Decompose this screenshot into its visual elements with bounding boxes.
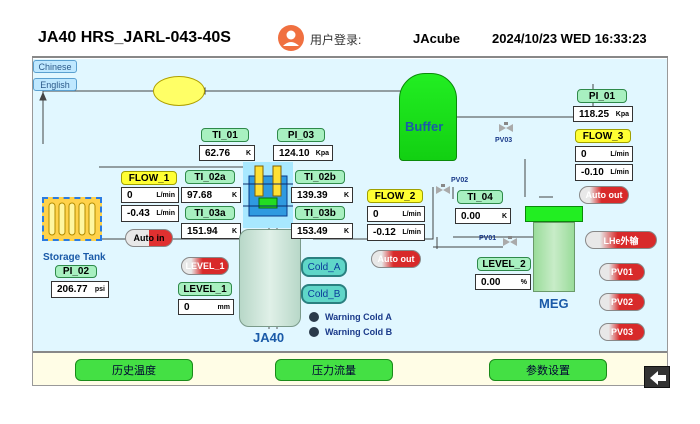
ja40-vessel-icon [239,229,301,327]
chinese-language-button[interactable]: Chinese [33,60,77,73]
cold-head-icon [243,162,293,228]
storage-tank-label: Storage Tank [43,252,106,263]
buffer-label: Buffer [405,119,444,134]
level-2-label: LEVEL_2 [477,257,531,271]
ti-03b-label: TI_03b [295,206,345,220]
pv03-small-label: PV03 [495,137,513,144]
pi-01-label: PI_01 [577,89,627,103]
flow-3-label: FLOW_3 [575,129,631,143]
pv03-button[interactable]: PV03 [599,323,645,341]
meg-top-icon [525,206,583,222]
lhe-output-button[interactable]: LHe外输 [585,231,657,249]
flow-3-auto-out-toggle[interactable]: Auto out [579,186,629,204]
user-name: JAcube [413,31,460,46]
warning-cold-a-label: Warning Cold A [325,312,392,322]
flow-2-label: FLOW_2 [367,189,423,203]
process-panel: Chinese English Storage Tank PI_02 206.7… [33,59,667,351]
ti-02a-label: TI_02a [185,170,235,184]
user-icon[interactable] [278,25,304,51]
footer-nav: 历史温度 压力流量 参数设置 [33,351,667,385]
storage-tank-icon [42,197,102,241]
ti-04-label: TI_04 [457,190,503,204]
machine-title: JA40 HRS_JARL-043-40S [38,29,231,46]
pv03-valve-icon[interactable] [499,121,513,133]
level-1-label: LEVEL_1 [178,282,232,296]
pv02-small-label: PV02 [451,177,469,184]
datetime-display: 2024/10/23 WED 16:33:23 [492,31,647,46]
buffer-tank-icon [399,73,457,161]
gas-bag-icon [153,76,205,106]
pv01-small-label: PV01 [479,235,497,242]
login-label[interactable]: 用户登录: [310,33,362,47]
flow-1-auto-in-toggle[interactable]: Auto in [125,229,173,247]
pv01-valve-icon[interactable] [503,235,517,247]
meg-label: MEG [539,296,569,311]
flow-1-label: FLOW_1 [121,171,177,185]
history-temperature-button[interactable]: 历史温度 [75,359,193,381]
cold-b-button[interactable]: Cold_B [301,284,347,304]
level-1-toggle[interactable]: LEVEL_1 [181,257,229,275]
pv02-valve-icon[interactable] [436,183,450,195]
header-bar: JA40 HRS_JARL-043-40S 用户登录: JAcube 2024/… [32,20,668,58]
ja40-label: JA40 [253,330,285,345]
pv02-button[interactable]: PV02 [599,293,645,311]
parameter-settings-button[interactable]: 参数设置 [489,359,607,381]
warning-cold-b-label: Warning Cold B [325,327,393,337]
pv01-button[interactable]: PV01 [599,263,645,281]
warning-cold-a-indicator [309,312,319,322]
back-arrow-icon[interactable] [644,366,670,388]
meg-vessel-icon [533,222,575,292]
ti-02b-label: TI_02b [295,170,345,184]
english-language-button[interactable]: English [33,78,77,91]
pi-02-label: PI_02 [55,265,97,278]
cold-a-button[interactable]: Cold_A [301,257,347,277]
ti-01-label: TI_01 [201,128,249,142]
level-2-value: 0.00% [475,274,531,290]
pi-03-label: PI_03 [277,128,325,142]
ti-03a-label: TI_03a [185,206,235,220]
warning-cold-b-indicator [309,327,319,337]
flow-2-auto-out-toggle[interactable]: Auto out [371,250,421,268]
pressure-flow-button[interactable]: 压力流量 [275,359,393,381]
